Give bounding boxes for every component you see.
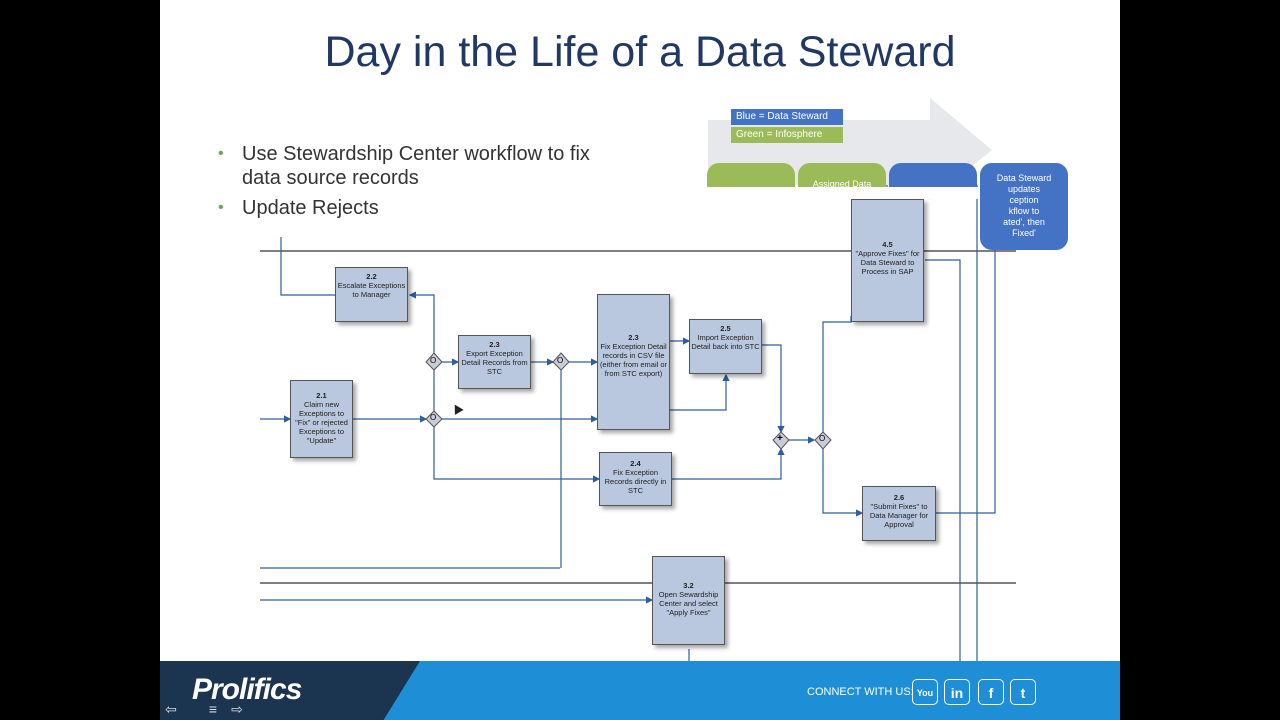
legend-blue: Blue = Data Steward (731, 109, 843, 125)
lane-label: ception (1009, 195, 1039, 205)
process-number: 2.3 (628, 333, 639, 342)
exclusive-gateway-icon: O (557, 356, 564, 365)
process-text: "Approve Fixes" for Data Steward to Proc… (855, 249, 920, 276)
slide-nav: ⇦ ≡ ⇨ (160, 697, 260, 720)
process-box-2-5: 2.5 Import Exception Detail back into ST… (689, 319, 762, 374)
lane-header-4: Data Steward updates ception kflow to at… (980, 163, 1068, 250)
linkedin-icon[interactable]: in (944, 679, 970, 705)
next-slide-button[interactable]: ⇨ (231, 701, 243, 717)
process-box-4-5: 4.5 "Approve Fixes" for Data Steward to … (851, 199, 924, 322)
process-text: Import Exception Detail back into STC (691, 333, 760, 351)
process-text: "Submit Fixes" to Data Manager for Appro… (869, 502, 929, 529)
slide: Day in the Life of a Data Steward Use St… (160, 0, 1120, 720)
lane-header-2: Assigned Data (798, 163, 886, 189)
process-box-3-2: 3.2 Open Sewardship Center and select "A… (652, 556, 725, 645)
process-number: 3.2 (683, 581, 694, 590)
process-text: Fix Exception Detail records in CSV file… (599, 342, 668, 378)
twitter-icon[interactable]: t (1010, 679, 1036, 705)
process-text: Fix Exception Records directly in STC (604, 468, 667, 495)
process-box-2-2: 2.2 Escalate Exceptions to Manager (335, 267, 408, 322)
lane-label: ated', then (1003, 217, 1045, 227)
footer-logo-panel: Prolifics (160, 661, 420, 720)
footer-bar: Prolifics CONNECT WITH US: You in f t (160, 661, 1120, 720)
parallel-gateway-icon: + (777, 433, 783, 444)
process-box-2-6: 2.6 "Submit Fixes" to Data Manager for A… (862, 486, 936, 541)
process-box-2-3-fix-csv: 2.3 Fix Exception Detail records in CSV … (597, 294, 670, 430)
process-number: 4.5 (882, 240, 893, 249)
process-number: 2.5 (720, 324, 731, 333)
bullet-item: Update Rejects (218, 196, 622, 220)
process-text: Claim new Exceptions to "Fix" or rejecte… (295, 400, 348, 445)
process-number: 2.4 (630, 459, 641, 468)
legend-green: Green = Infosphere (731, 127, 843, 143)
process-text: Export Exception Detail Records from STC (461, 349, 528, 376)
prev-slide-button[interactable]: ⇦ (165, 701, 177, 717)
youtube-icon[interactable]: You (912, 679, 938, 705)
exclusive-gateway-icon: O (819, 434, 826, 443)
menu-button[interactable]: ≡ (208, 701, 218, 717)
lane-label: Data Steward (996, 173, 1052, 183)
facebook-icon[interactable]: f (978, 679, 1004, 705)
process-text: Open Sewardship Center and select "Apply… (658, 590, 719, 617)
process-box-2-1: 2.1 Claim new Exceptions to "Fix" or rej… (290, 380, 353, 458)
process-number: 2.1 (316, 391, 327, 400)
exclusive-gateway-icon: O (430, 356, 437, 365)
process-number: 2.2 (366, 272, 377, 281)
process-box-2-4: 2.4 Fix Exception Records directly in ST… (599, 452, 672, 506)
bullet-item: Use Stewardship Center workflow to fix d… (218, 142, 622, 190)
lane-label: updates (1007, 184, 1041, 194)
process-number: 2.6 (893, 493, 905, 502)
slide-title: Day in the Life of a Data Steward (324, 28, 956, 76)
lane-label: kflow to (1008, 206, 1040, 216)
connect-label: CONNECT WITH US: (807, 686, 914, 698)
lane-header-1 (707, 163, 795, 187)
process-number: 2.3 (489, 340, 500, 349)
lane-mask (700, 187, 980, 199)
process-text: Escalate Exceptions to Manager (337, 281, 406, 299)
process-box-2-3-export: 2.3 Export Exception Detail Records from… (458, 335, 531, 389)
bullet-list: Use Stewardship Center workflow to fix d… (218, 142, 622, 226)
exclusive-gateway-icon: O (430, 413, 437, 422)
lane-header-3 (889, 163, 977, 187)
gateways (425, 352, 832, 450)
prolifics-logo: Prolifics (192, 673, 302, 706)
lane-label: Fixed' (1012, 228, 1036, 238)
